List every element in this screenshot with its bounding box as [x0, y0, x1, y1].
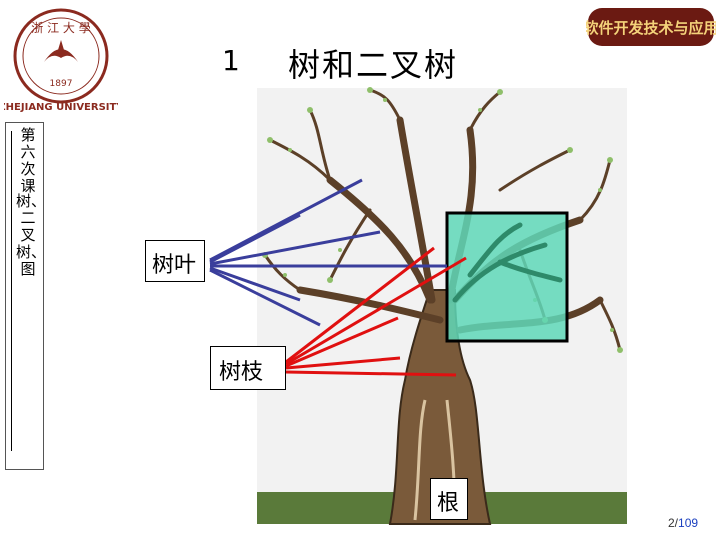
- page-current: 2/: [668, 516, 678, 530]
- root-label: 根: [430, 478, 468, 520]
- branch-label: 树枝: [210, 346, 286, 390]
- leaf-label: 树叶: [145, 240, 205, 282]
- page-indicator: 2/109: [668, 516, 698, 530]
- page-total: 109: [678, 516, 698, 530]
